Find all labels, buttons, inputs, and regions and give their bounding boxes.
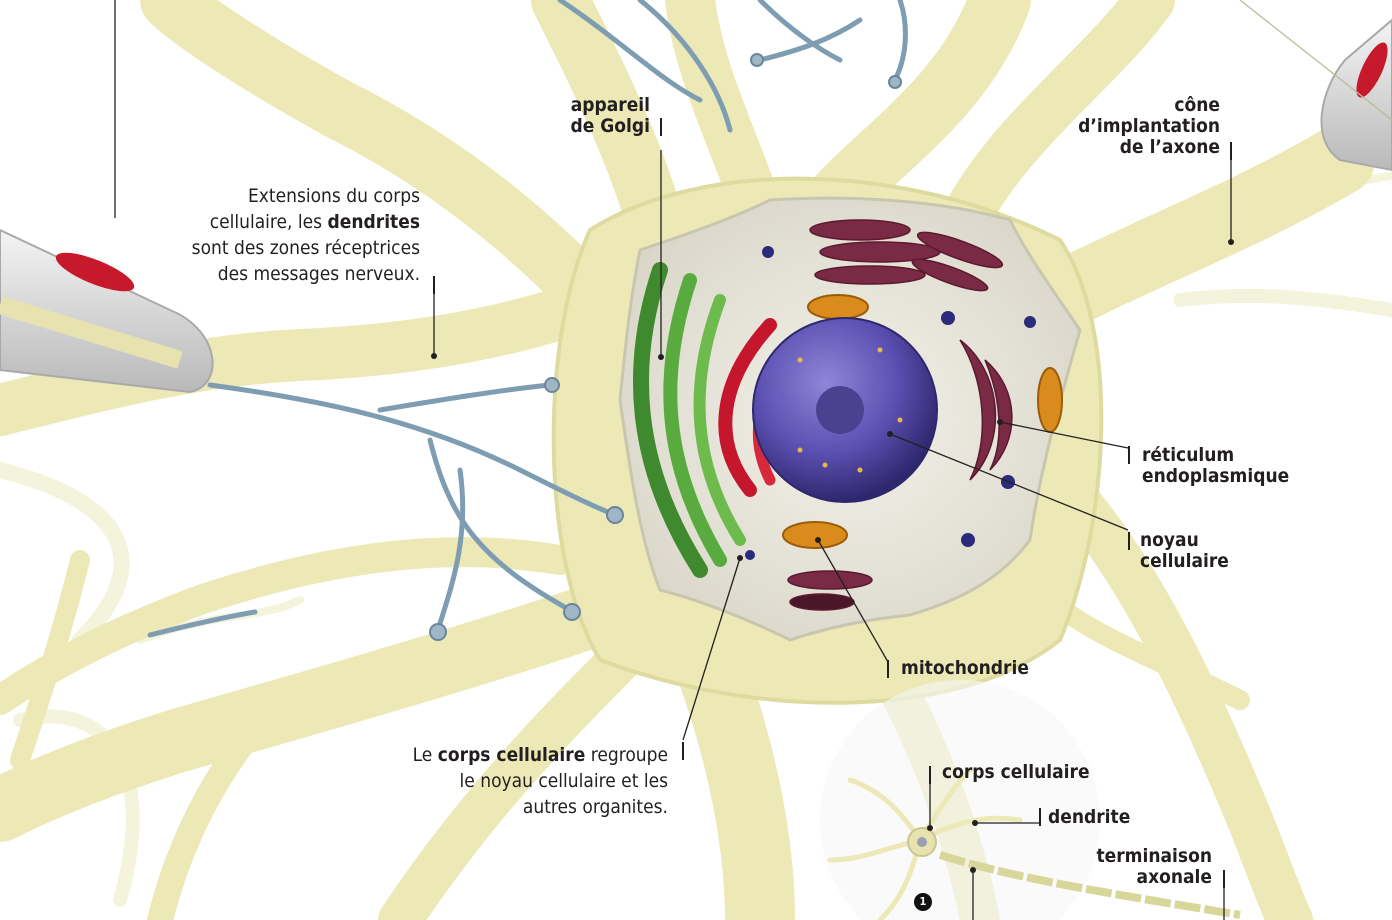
- myelin-right: [1321, 20, 1392, 170]
- label-reticulum: réticulum endoplasmique: [1142, 445, 1289, 487]
- label-cone-axone: cône d’implantation de l’axone: [1050, 95, 1220, 158]
- tick-golgi: [660, 118, 662, 136]
- tick-noyau: [1128, 532, 1130, 550]
- tick-dendrites: [433, 276, 435, 294]
- nucleolus: [816, 386, 864, 434]
- tick-corps: [682, 742, 684, 760]
- label-corps-text: Le corps cellulaire regroupe le noyau ce…: [300, 742, 668, 820]
- label-inset-dendrite: dendrite: [1048, 807, 1130, 828]
- tick-inset-corps: [929, 766, 931, 784]
- inset-number-badge: 1: [914, 893, 932, 911]
- tick-reticulum: [1128, 446, 1130, 464]
- label-noyau: noyau cellulaire: [1140, 530, 1229, 572]
- label-dendrites-text: Extensions du corps cellulaire, les dend…: [120, 183, 420, 287]
- tick-inset-terminaison: [1223, 870, 1225, 888]
- tick-inset-dendrite: [1039, 808, 1041, 826]
- label-golgi: appareil de Golgi: [540, 95, 650, 137]
- label-inset-corps: corps cellulaire: [942, 762, 1090, 783]
- tick-mitochondrie: [887, 660, 889, 678]
- tick-cone: [1230, 142, 1232, 160]
- label-mitochondrie: mitochondrie: [901, 658, 1029, 679]
- label-inset-terminaison: terminaison axonale: [1060, 846, 1212, 888]
